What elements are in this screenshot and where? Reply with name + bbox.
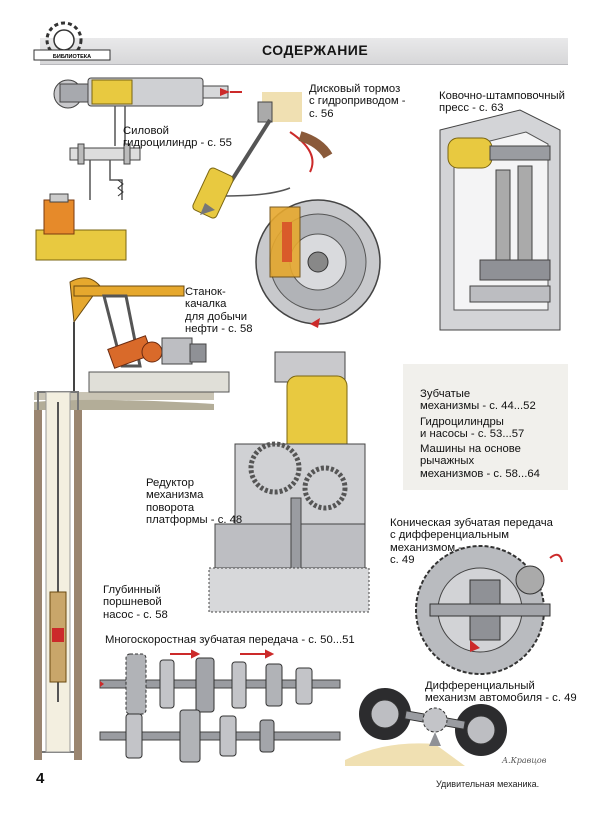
page-number: 4 [36,770,45,787]
car-differential-label: Дифференциальный механизм автомобиля - с… [425,680,577,705]
svg-text:БИБЛИОТЕКА: БИБЛИОТЕКА [53,54,91,60]
contents-item-lever-machines: Машины на основе рычажных механизмов - с… [420,443,540,480]
deep-pump-label: Глубинный поршневой насос - с. 58 [103,584,168,621]
car-differential-illustration [345,688,507,766]
artist-signature: А.Кравцов [502,756,547,765]
contents-item-hydraulics: Гидроцилиндры и насосы - с. 53...57 [420,416,525,441]
disc-brake-label: Дисковый тормоз с гидроприводом - с. 56 [309,83,406,120]
logo-gear-icon: БИБЛИОТЕКА [33,21,111,61]
forging-press-illustration [439,109,561,331]
multispeed-gear-illustration [99,649,341,763]
contents-item-gears: Зубчатые механизмы - с. 44...52 [420,388,536,413]
contents-panel [403,364,568,490]
gear-reducer-illustration [208,351,370,613]
gear-reducer-label: Редуктор механизма поворота платформы - … [146,477,243,527]
multispeed-gear-label: Многоскоростная зубчатая передача - с. 5… [105,634,355,646]
header-bar [40,38,568,65]
book-title-footer: Удивительная механика. [436,779,540,789]
bevel-gear-illustration [415,545,563,675]
hydraulic-cylinder-label: Силовой гидроцилиндр - с. 55 [123,125,232,150]
pump-jack-illustration [34,277,230,760]
disc-brake-illustration [192,92,381,328]
forging-press-label: Ковочно-штамповочный пресс - с. 63 [439,90,565,115]
bevel-gear-label: Коническая зубчатая передача с дифференц… [390,517,553,567]
page-title: СОДЕРЖАНИЕ [262,42,369,58]
pump-jack-label: Станок- качалка для добычи нефти - с. 58 [185,286,253,336]
hydraulic-cylinder-illustration [35,77,242,261]
